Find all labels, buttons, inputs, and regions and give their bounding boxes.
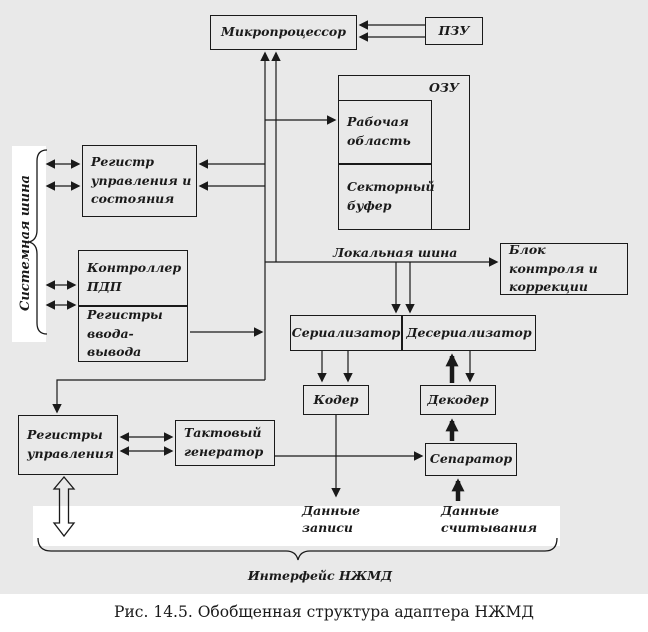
system-bus-label: Системная шина [18, 175, 33, 311]
node-work-area: Рабочая область [338, 100, 432, 164]
hdd-interface-brace [37, 537, 558, 561]
node-deserializer-label: Десериализатор [406, 324, 532, 340]
bottom-highlight-strip [33, 506, 560, 546]
system-bus-brace [28, 149, 48, 335]
edge-bus-controlregs [52, 379, 265, 414]
node-io-registers: Регистры ввода-вывода [78, 306, 188, 362]
node-clock-generator: Тактовый генератор [175, 420, 275, 466]
thick-connectors [445, 353, 465, 501]
node-check-correction-block-label: Блок контроля и коррекции [509, 241, 598, 295]
node-control-status-register: Регистр управления и состояния [82, 145, 197, 217]
node-decoder: Декодер [420, 385, 496, 415]
node-separator-label: Сепаратор [429, 451, 513, 467]
figure-caption: Рис. 14.5. Обобщенная структура адаптера… [114, 603, 534, 621]
node-clock-generator-label: Тактовый генератор [184, 425, 264, 459]
node-separator: Сепаратор [425, 443, 517, 476]
node-microprocessor-label: Микропроцессор [221, 24, 346, 40]
left-highlight-strip [12, 146, 46, 342]
node-control-registers-label: Регистры управления [27, 427, 114, 461]
node-decoder-label: Декодер [427, 391, 489, 407]
node-control-status-register-label: Регистр управления и состояния [91, 153, 192, 207]
node-control-registers: Регистры управления [18, 415, 118, 475]
read-data-label: Данные считывания [441, 503, 538, 535]
braces-and-interface [28, 149, 558, 561]
hdd-interface-label: Интерфейс НЖМД [247, 568, 393, 583]
node-check-correction-block: Блок контроля и коррекции [500, 241, 628, 295]
local-bus-label: Локальная шина [333, 245, 458, 260]
node-serializer: Сериализатор [290, 315, 402, 351]
write-data-label: Данные записи [302, 503, 361, 535]
node-coder: Кодер [303, 385, 369, 415]
node-sector-buffer-label: Секторный буфер [347, 179, 435, 213]
node-coder-label: Кодер [313, 391, 359, 407]
node-serializer-label: Сериализатор [291, 324, 401, 340]
thin-connectors [45, 20, 499, 498]
node-sector-buffer: Секторный буфер [338, 164, 435, 230]
node-microprocessor: Микропроцессор [210, 15, 357, 50]
node-io-registers-label: Регистры ввода-вывода [87, 306, 163, 360]
node-deserializer: Десериализатор [402, 315, 536, 351]
caption-highlight-strip [0, 594, 648, 632]
node-rom-label: ПЗУ [438, 22, 470, 38]
controlregs-interface-hollow-arrow [52, 475, 76, 538]
node-ram-label: ОЗУ [428, 80, 460, 95]
node-rom: ПЗУ [425, 17, 483, 45]
node-dma-controller: Контроллер ПДП [78, 250, 188, 306]
node-dma-controller-label: Контроллер ПДП [87, 260, 182, 294]
node-work-area-label: Рабочая область [347, 114, 411, 148]
